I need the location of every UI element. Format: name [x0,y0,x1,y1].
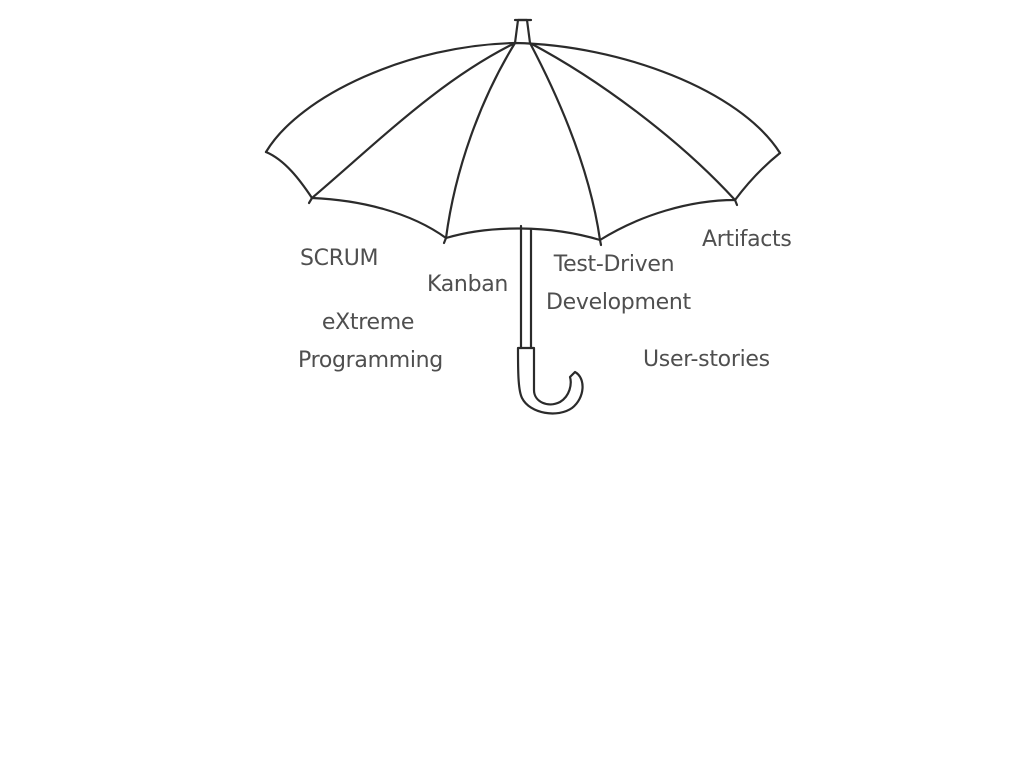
umbrella-tip [513,18,532,45]
label-tdd-line1: Test-Driven [553,252,675,277]
label-extreme-programming: eXtreme Programming [298,304,443,380]
label-kanban: Kanban [427,266,508,304]
canopy-rib [310,41,517,200]
label-scrum: SCRUM [300,240,379,278]
label-artifacts-text: Artifacts [702,227,792,252]
canopy-outline [264,41,782,155]
label-scrum-text: SCRUM [300,246,379,271]
label-tdd-line2: Development [546,290,691,315]
label-artifacts: Artifacts [702,221,792,259]
canopy-rib [528,41,737,202]
label-user-stories: User-stories [643,341,770,379]
umbrella-shaft [519,224,533,350]
label-xp-line1: eXtreme [321,310,415,335]
label-xp-line2: Programming [298,348,443,373]
canopy-rib [528,41,602,242]
label-user-stories-text: User-stories [643,347,770,372]
label-kanban-text: Kanban [427,272,509,297]
umbrella-handle [516,346,584,415]
label-test-driven-development: Test-Driven Development [546,246,691,322]
canopy-rib [444,41,517,240]
